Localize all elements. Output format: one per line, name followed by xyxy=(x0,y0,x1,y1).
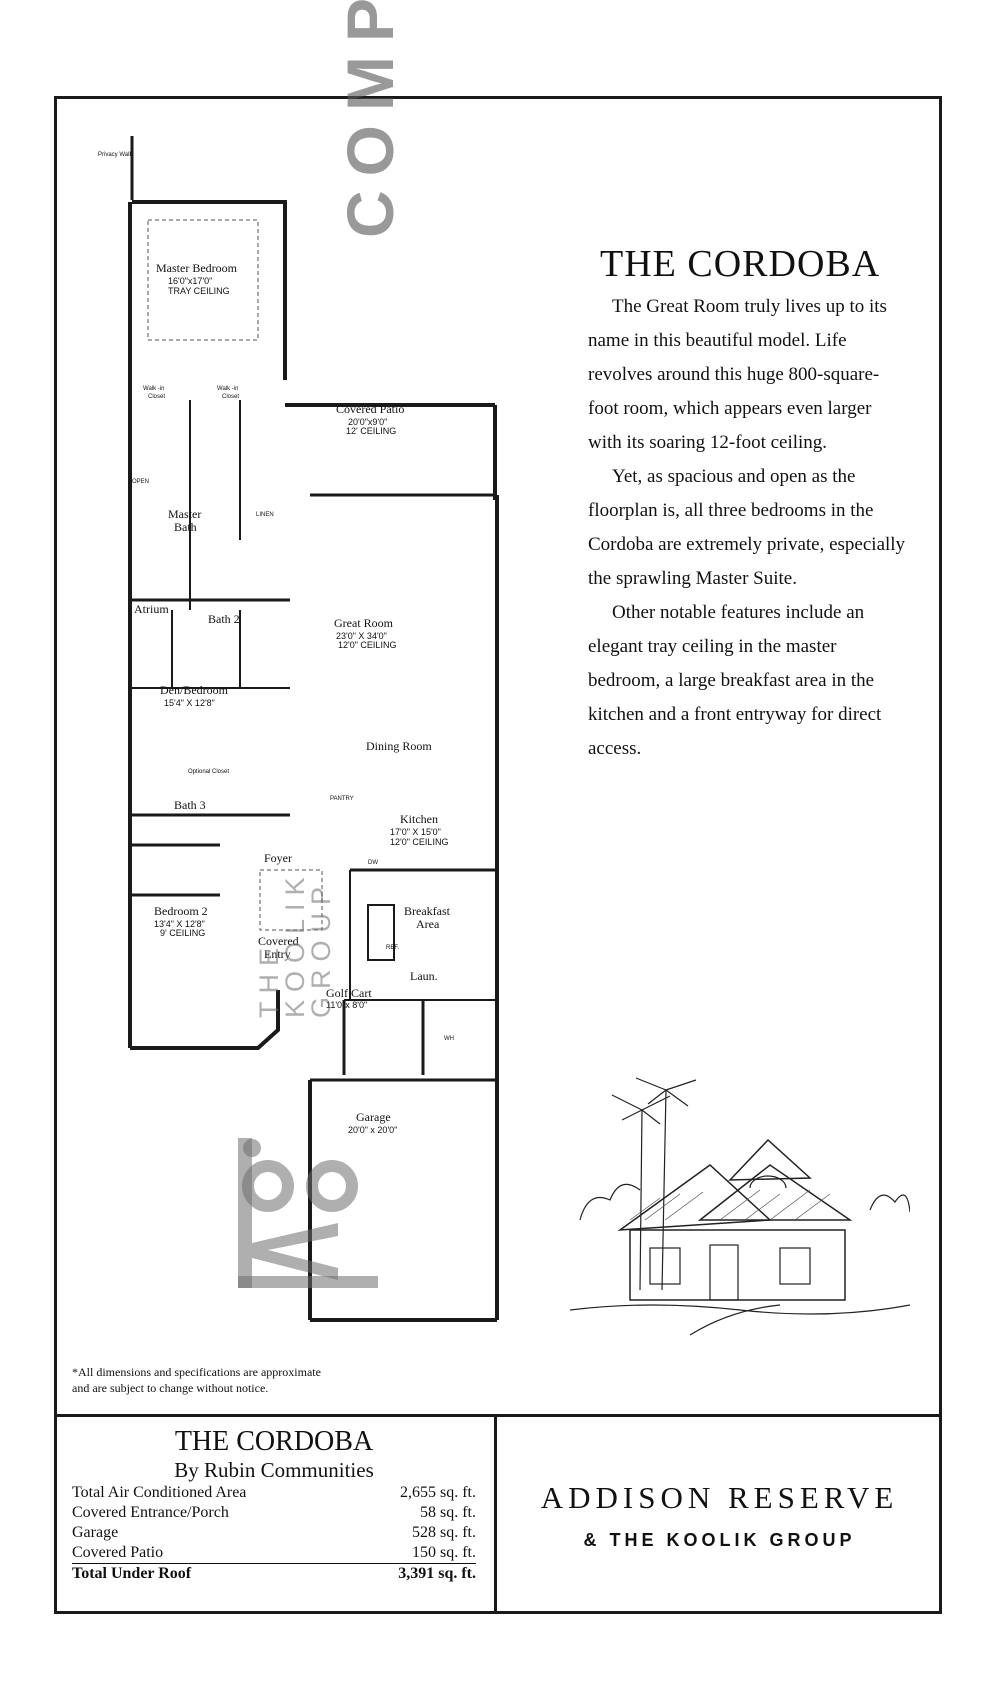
linen-label: LINEN xyxy=(256,512,274,518)
bedroom2-ceiling: 9' CEILING xyxy=(160,928,205,938)
disclaimer-line: and are subject to change without notice… xyxy=(72,1381,269,1395)
kitchen-island xyxy=(367,904,395,961)
master-bedroom-name: Master Bedroom xyxy=(156,261,238,275)
walk-in-closet-2-line1: Walk -in xyxy=(217,386,238,392)
optional-closet-label: Optional Closet xyxy=(188,769,229,775)
dining-room-label: Dining Room xyxy=(366,739,432,753)
spec-value: 58 sq. ft. xyxy=(420,1504,476,1521)
house-elevation-sketch xyxy=(570,1077,910,1336)
covered-patio-ceiling: 12' CEILING xyxy=(346,426,396,436)
page-title: THE CORDOBA xyxy=(600,243,881,285)
great-room-dims: 23'0" X 34'0" xyxy=(336,631,387,641)
garage-dims: 20'0" x 20'0" xyxy=(348,1125,397,1135)
walk-in-closet-1-line2: Closet xyxy=(148,394,165,400)
great-room-ceiling: 12'0" CEILING xyxy=(338,640,396,650)
master-bath-line1: Master xyxy=(168,507,201,521)
spec-value: 2,655 sq. ft. xyxy=(400,1484,476,1501)
brand-block: ADDISON RESERVE & THE KOOLIK GROUP xyxy=(497,1480,942,1551)
footer-divider xyxy=(54,1414,942,1417)
bath3-label: Bath 3 xyxy=(174,798,206,812)
spec-value: 528 sq. ft. xyxy=(412,1524,476,1541)
den-bedroom-dims: 15'4" X 12'8" xyxy=(164,698,215,708)
master-bath-line2: Bath xyxy=(174,520,197,534)
great-room-name: Great Room xyxy=(334,616,394,630)
golf-cart-name: Golf Cart xyxy=(326,986,372,1000)
spec-title: THE CORDOBA xyxy=(174,1426,374,1457)
covered-entry-line1: Covered xyxy=(258,934,299,948)
spec-label: Covered Patio xyxy=(72,1544,164,1561)
bedroom2-dims: 13'4" X 12'8" xyxy=(154,919,205,929)
table-row: Total Air Conditioned Area 2,655 sq. ft. xyxy=(72,1483,476,1503)
table-row: Garage 528 sq. ft. xyxy=(72,1523,476,1543)
page-frame xyxy=(54,96,942,1614)
garage-name: Garage xyxy=(356,1110,391,1124)
disclaimer: *All dimensions and specifications are a… xyxy=(72,1364,392,1396)
spec-label: Covered Entrance/Porch xyxy=(72,1504,229,1521)
disclaimer-line: *All dimensions and specifications are a… xyxy=(72,1365,321,1379)
spec-table: Total Air Conditioned Area 2,655 sq. ft.… xyxy=(72,1483,476,1584)
breakfast-line1: Breakfast xyxy=(404,904,451,918)
kitchen-name: Kitchen xyxy=(400,812,438,826)
laundry-label: Laun. xyxy=(410,969,438,983)
spec-panel: THE CORDOBA By Rubin Communities Total A… xyxy=(64,1420,484,1584)
description-paragraph: Other notable features include an elegan… xyxy=(588,602,882,759)
atrium-label: Atrium xyxy=(134,602,169,616)
spec-value: 150 sq. ft. xyxy=(412,1544,476,1561)
covered-patio-dims: 20'0"x9'0" xyxy=(348,417,387,427)
koolik-logo-watermark xyxy=(238,1138,378,1288)
brand-name: ADDISON RESERVE xyxy=(540,1480,899,1515)
master-bedroom-ceiling: TRAY CEILING xyxy=(168,286,230,296)
breakfast-line2: Area xyxy=(416,917,440,931)
pantry-label: PANTRY xyxy=(330,796,354,802)
spec-label: Total Air Conditioned Area xyxy=(72,1484,247,1501)
covered-entry-line2: Entry xyxy=(264,947,291,961)
open-label: OPEN xyxy=(132,479,149,485)
privacy-wall-label: Privacy Wall xyxy=(98,152,131,158)
table-row: Covered Patio 150 sq. ft. xyxy=(72,1543,476,1564)
brand-tagline: & THE KOOLIK GROUP xyxy=(583,1530,856,1550)
kitchen-ceiling: 12'0" CEILING xyxy=(390,837,448,847)
water-heater-label: WH xyxy=(444,1036,454,1042)
bath2-label: Bath 2 xyxy=(208,612,240,626)
bedroom2-name: Bedroom 2 xyxy=(154,904,208,918)
dishwasher-label: DW xyxy=(368,860,378,866)
footer-column-divider xyxy=(494,1414,497,1614)
foyer-outline xyxy=(259,869,323,931)
spec-label: Garage xyxy=(72,1524,119,1541)
master-bedroom-dims: 16'0"x17'0" xyxy=(168,276,212,286)
spec-subtitle: By Rubin Communities xyxy=(174,1458,374,1482)
total-value: 3,391 sq. ft. xyxy=(351,1563,476,1584)
total-label: Total Under Roof xyxy=(72,1563,352,1584)
table-row: Covered Entrance/Porch 58 sq. ft. xyxy=(72,1503,476,1523)
golf-cart-dims: 11'0"x 8'0" xyxy=(326,1000,367,1010)
walk-in-closet-1-line1: Walk -in xyxy=(143,386,164,392)
description-paragraph: Yet, as spacious and open as the floorpl… xyxy=(588,466,906,589)
kitchen-dims: 17'0" X 15'0" xyxy=(390,827,441,837)
description-paragraph: The Great Room truly lives up to its nam… xyxy=(588,296,887,453)
total-row: Total Under Roof 3,391 sq. ft. xyxy=(72,1563,476,1584)
covered-patio-name: Covered Patio xyxy=(336,402,404,416)
walls xyxy=(128,136,499,1322)
description: The Great Room truly lives up to its nam… xyxy=(588,290,908,766)
floor-plan: Privacy Wall Master Bedroom 16'0"x17'0" … xyxy=(98,136,499,1322)
foyer-label: Foyer xyxy=(264,851,292,865)
tray-ceiling-outline xyxy=(147,219,259,341)
den-bedroom-name: Den/Bedroom xyxy=(160,683,229,697)
walk-in-closet-2-line2: Closet xyxy=(222,394,239,400)
refrigerator-label: REF. xyxy=(386,945,399,951)
